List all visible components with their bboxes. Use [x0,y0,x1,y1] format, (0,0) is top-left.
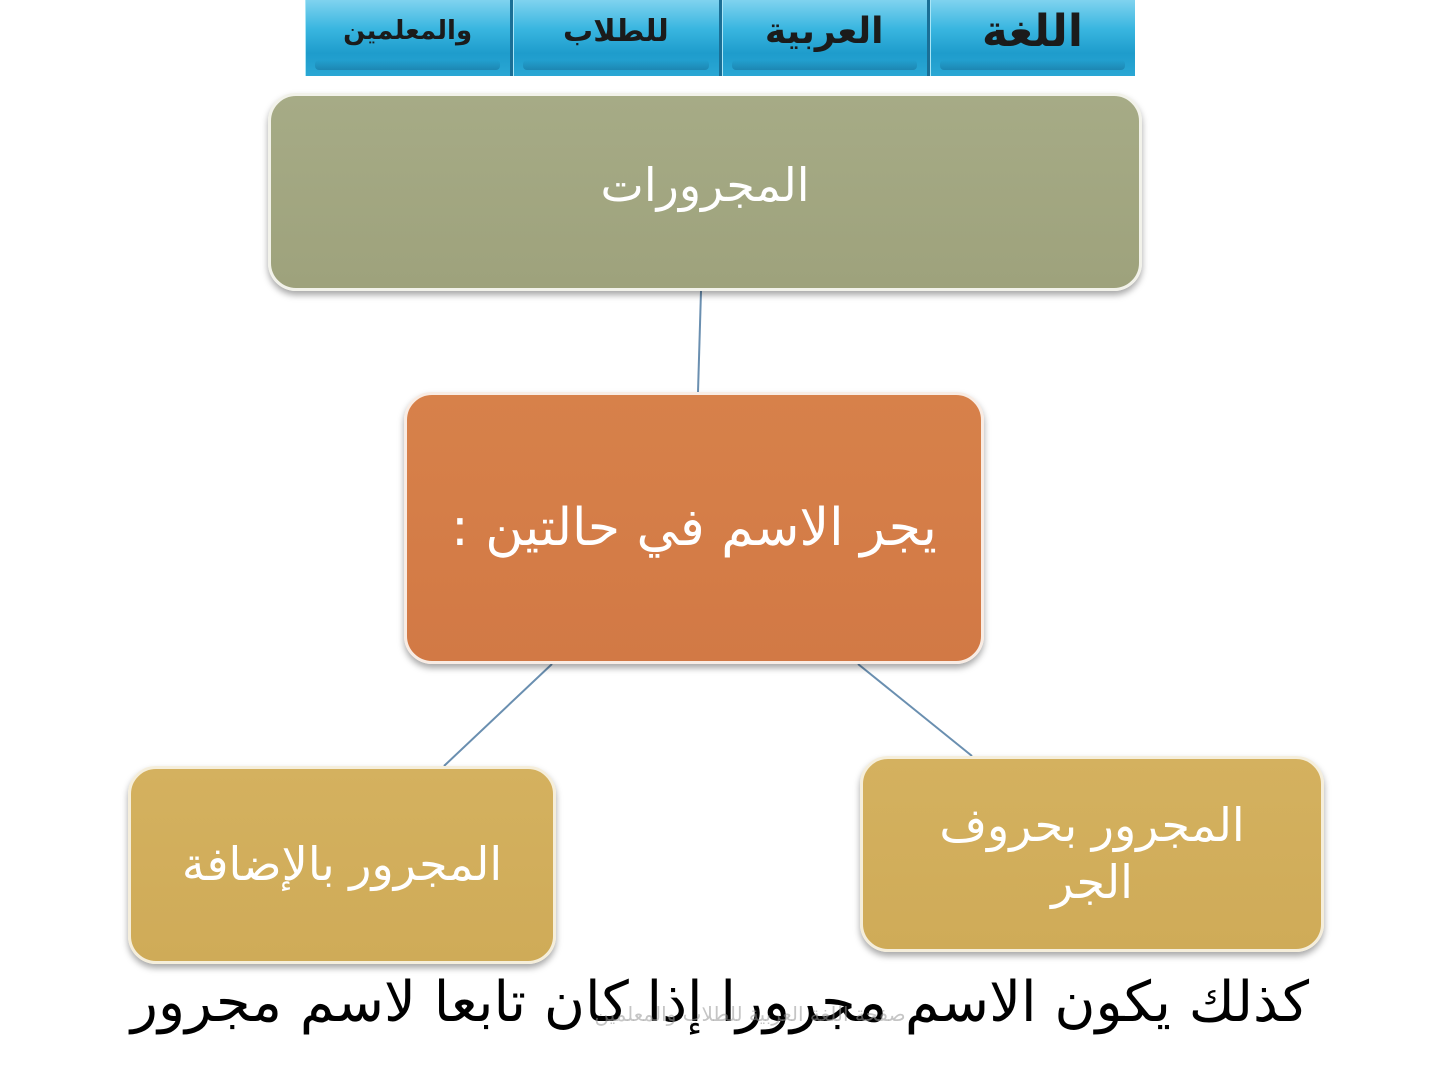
footer-note: كذلك يكون الاسم مجرورا إذا كان تابعا لاس… [130,970,1310,1035]
left-child-node: المجرور بالإضافة [128,766,556,964]
banner-word-3: للطلاب [510,0,718,76]
connector-middle-left [443,663,553,767]
left-child-label: المجرور بالإضافة [181,837,503,892]
middle-node-label: يجر الاسم في حالتين : [451,497,937,558]
header-banner: اللغة العربية للطلاب والمعلمين [305,0,1135,76]
connector-middle-right [857,663,973,757]
root-node-label: المجرورات [600,158,810,213]
root-node: المجرورات [268,93,1142,291]
right-child-node: المجرور بحروف الجر [860,756,1324,952]
banner-word-1: اللغة [926,0,1135,76]
banner-word-4: والمعلمين [305,0,510,76]
middle-node: يجر الاسم في حالتين : [404,392,984,664]
watermark: صفحة اللغة العربية للطلاب والمعلمين [594,1002,906,1026]
connector-root-middle [697,290,702,393]
right-child-label: المجرور بحروف الجر [939,797,1245,910]
banner-word-2: العربية [718,0,927,76]
